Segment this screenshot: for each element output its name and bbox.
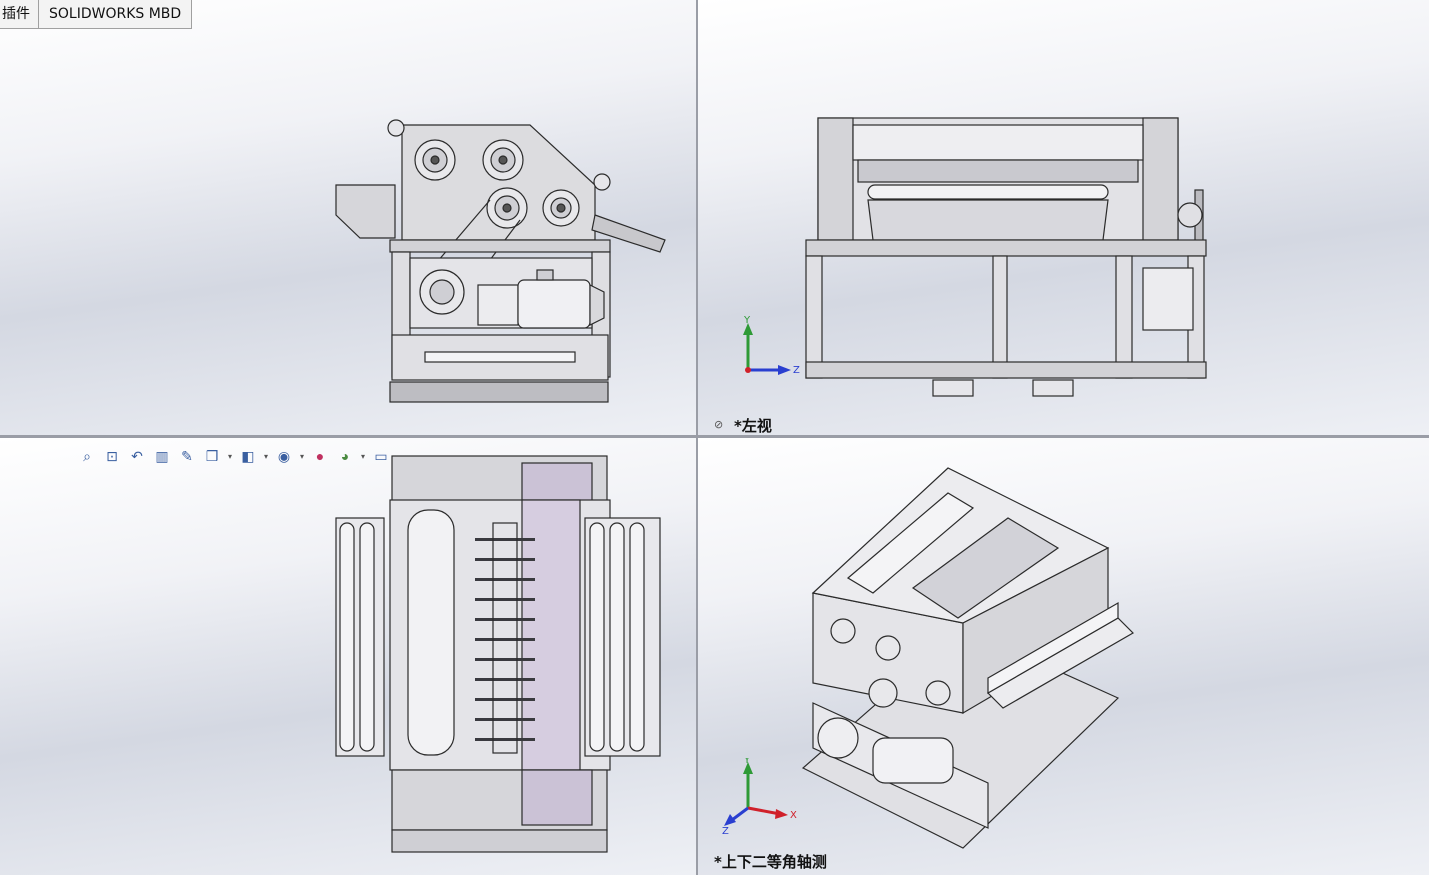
tab-solidworks-mbd[interactable]: SOLIDWORKS MBD [39,0,193,29]
apply-scene-icon[interactable]: ◕ [340,448,350,464]
view-label-left: *左视 [734,417,772,435]
display-style-icon[interactable]: ◧ [241,447,255,464]
viewport-isometric[interactable]: Y X Z *上下二等角轴测 [698,438,1429,875]
section-view-icon[interactable]: ▥ [155,447,169,464]
apply-scene-dropdown-icon[interactable]: ▾ [360,451,365,461]
view-orientation-dropdown-icon[interactable]: ▾ [227,451,232,461]
triad-iso-y-label: Y [743,758,751,766]
viewport-left-view[interactable]: Y Z ⊘ *左视 [698,0,1429,435]
front-view-drawing [335,119,666,403]
heads-up-view-toolbar: ⌕ ⊡ ↶ ▥ ✎ ❒ ▾ ◧ ▾ ◉ ▾ ● ◕ ▾ ▭ [76,446,392,466]
hide-show-dropdown-icon[interactable]: ▾ [299,451,304,461]
zoom-to-area-icon[interactable]: ⊡ [106,447,118,464]
display-style-dropdown-icon[interactable]: ▾ [263,451,268,461]
isometric-view-drawing [801,467,1134,849]
triad-z-label: Z [793,365,800,376]
triad-iso-x-label: X [790,810,797,821]
previous-view-icon[interactable]: ↶ [131,447,143,464]
command-manager-tabs: 插件 SOLIDWORKS MBD [0,0,193,29]
viewport-top-view[interactable] [0,438,696,875]
tab-addins[interactable]: 插件 [0,0,39,29]
viewport-splitter-horizontal[interactable] [0,435,1429,438]
view-settings-icon[interactable]: ▭ [374,447,388,464]
view-label-isometric: *上下二等角轴测 [714,853,827,871]
hide-show-items-icon[interactable]: ◉ [277,447,291,464]
link-views-icon[interactable]: ⊘ [714,419,724,431]
zoom-to-fit-icon[interactable]: ⌕ [83,447,91,464]
left-view-drawing [805,117,1207,397]
view-orientation-icon[interactable]: ❒ [205,447,219,464]
dynamic-annotation-icon[interactable]: ✎ [181,447,193,464]
top-view-drawing [335,455,661,853]
triad-iso-z-label: Z [722,826,729,837]
triad-y-label: Y [743,315,751,326]
viewport-front[interactable] [0,0,696,435]
edit-appearance-icon[interactable]: ● [315,448,325,464]
coordinate-triad: Y Z [743,315,800,376]
coordinate-triad-iso: Y X Z [722,758,797,837]
